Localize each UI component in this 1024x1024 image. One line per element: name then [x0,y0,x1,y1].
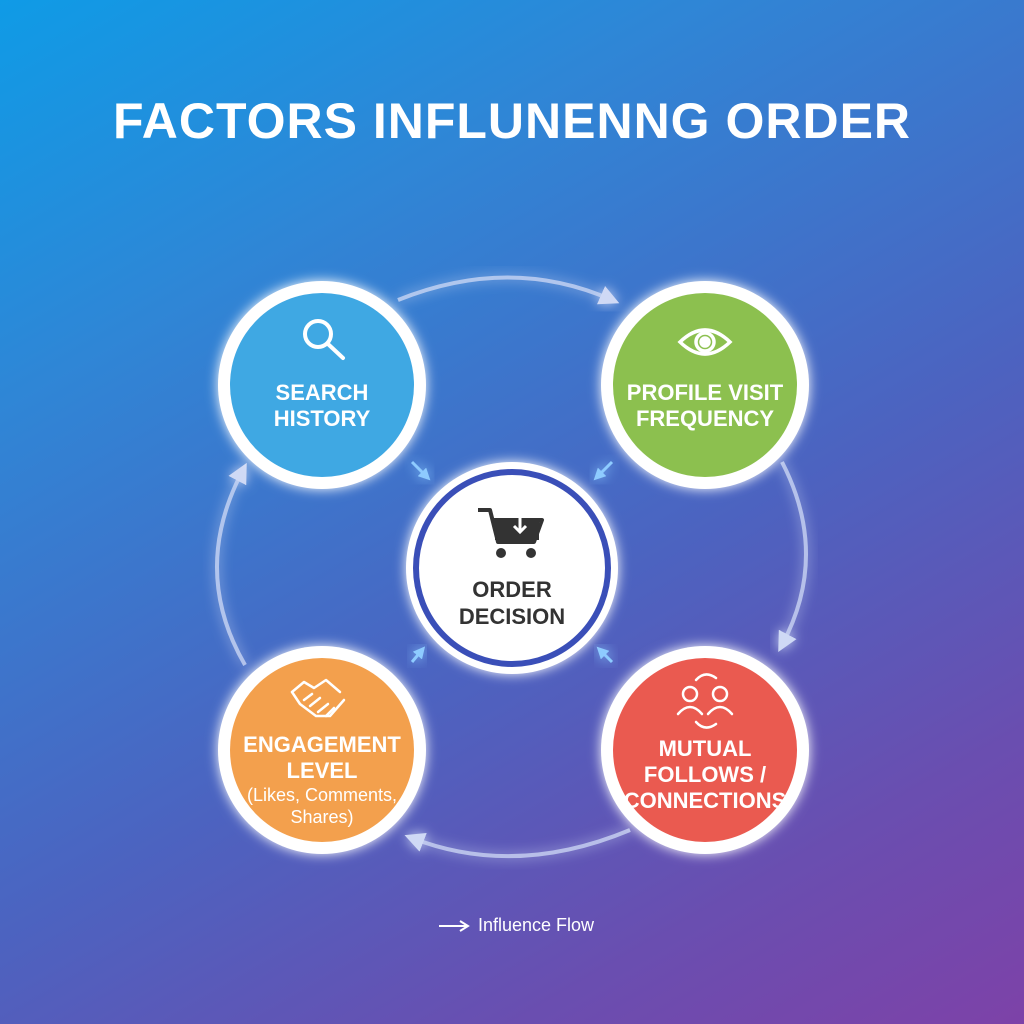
order-decision-line2: DECISION [458,604,566,629]
node-engagement-level [218,646,426,854]
node-profile-visit [601,281,809,489]
flow-arrow-left [215,462,247,667]
mutual-line1: MUTUAL [658,736,752,761]
engagement-line3: (Likes, Comments, [246,785,398,805]
search-history-label: SEARCH HISTORY [227,380,417,432]
engagement-level-label: ENGAGEMENT LEVEL (Likes, Comments, Share… [227,732,417,828]
engagement-line1: ENGAGEMENT [243,732,401,757]
eye-icon [677,328,733,356]
mutual-line3: CONNECTIONS [623,788,787,813]
mutual-line2: FOLLOWS / [643,762,767,787]
profile-visit-line1: PROFILE VISIT [626,380,784,405]
shopping-cart-icon [478,495,544,558]
node-search-history [218,281,426,489]
flow-arrow-bottom [404,828,631,859]
inward-arrow-bl [410,646,426,663]
inward-arrow-br [596,646,614,664]
profile-visit-line2: FREQUENCY [635,406,775,431]
order-decision-line1: ORDER [472,577,552,602]
mutual-follows-label: MUTUAL FOLLOWS / CONNECTIONS [610,736,800,814]
node-mutual-follows [601,646,809,854]
engagement-line4: Shares) [290,807,354,827]
profile-visit-label: PROFILE VISIT FREQUENCY [610,380,800,432]
page-title: FACTORS INFLUNENNG ORDER [112,93,912,149]
flow-arrow-top [397,275,620,305]
magnifier-icon [303,319,345,360]
inward-arrow-tr [593,460,614,481]
connections-icon [676,673,734,729]
arrow-right-icon [439,919,470,932]
engagement-line2: LEVEL [286,758,358,783]
flow-arrow-right [778,461,808,653]
legend: Influence Flow [438,915,594,936]
search-history-line2: HISTORY [273,406,371,431]
order-decision-label: ORDER DECISION [437,576,587,630]
search-history-line1: SEARCH [275,380,369,405]
handshake-icon [290,678,346,718]
legend-label: Influence Flow [478,915,595,935]
inward-arrow-tl [410,460,431,481]
node-order-decision [406,462,618,674]
